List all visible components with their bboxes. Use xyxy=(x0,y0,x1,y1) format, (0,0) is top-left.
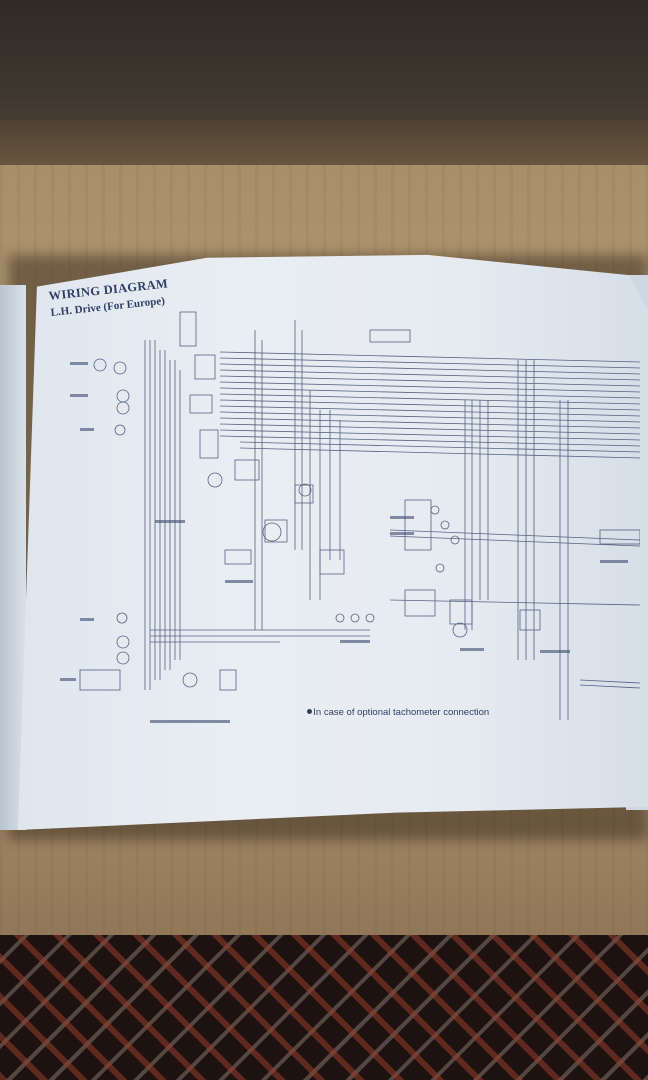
bullet-mark xyxy=(307,709,312,714)
footnote-text: In case of optional tachometer connectio… xyxy=(308,707,489,718)
wiring-diagram-drawing xyxy=(60,311,640,723)
footnote-label: In case of optional tachometer connectio… xyxy=(313,707,490,718)
carpet-pattern xyxy=(0,935,648,1080)
